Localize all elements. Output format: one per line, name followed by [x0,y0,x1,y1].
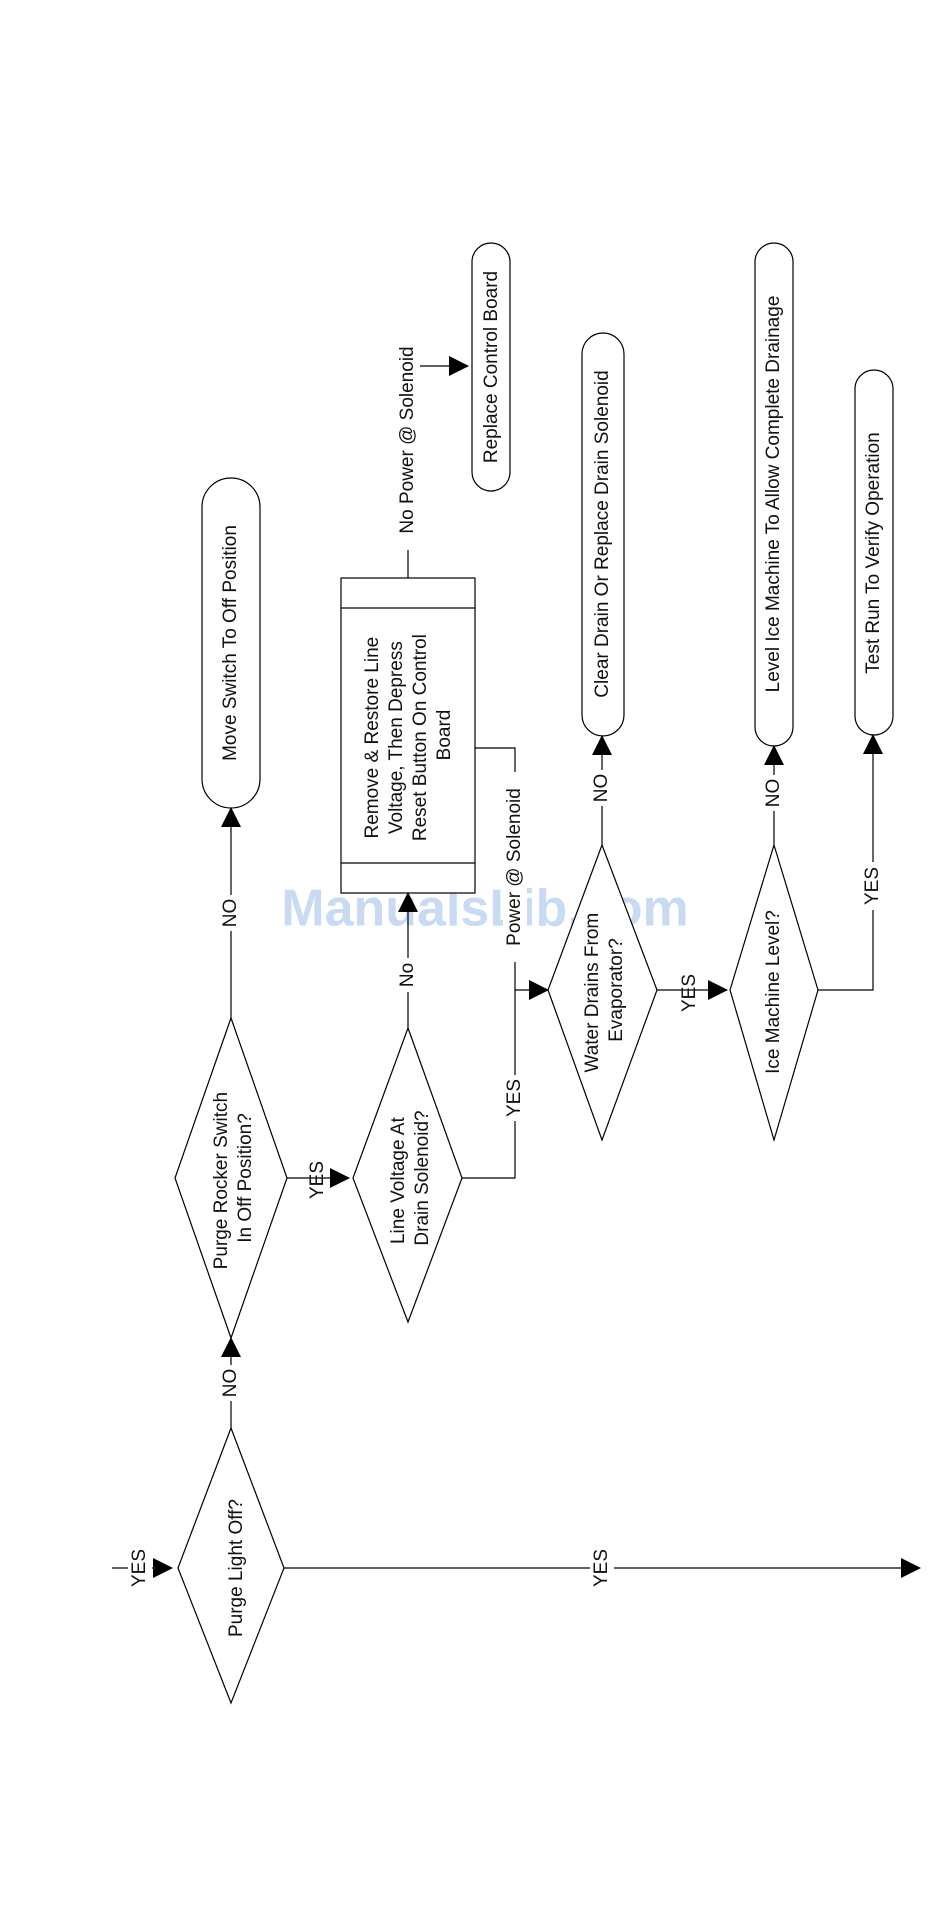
decision-purge-rocker: Purge Rocker Switch In Off Position? [174,1016,288,1340]
edge-label-voltage-yes: YES [503,1075,527,1121]
svg-text:NO: NO [220,1369,241,1398]
edge-label-drains-yes: YES [679,974,700,1012]
process-remove-restore-line1: Remove & Restore Line [362,637,383,839]
process-remove-restore-label: Remove & Restore Line Voltage, Then Depr… [362,629,455,841]
action-clear-drain-label: Clear Drain Or Replace Drain Solenoid [592,370,613,697]
decision-purge-rocker-line2: In Off Position? [235,1113,256,1243]
decision-purge-light-off: Purge Light Off? [177,1426,285,1705]
process-remove-restore-line3: Reset Button On Control [410,634,431,841]
action-test-run-label: Test Run To Verify Operation [863,432,884,674]
svg-text:Power @ Solenoid: Power @ Solenoid [504,788,525,946]
edge-label-purge-yes: YES [590,1545,614,1591]
action-level-machine-label: Level Ice Machine To Allow Complete Drai… [763,296,784,693]
decision-water-drains-line1: Water Drains From [582,913,603,1073]
process-remove-restore-line2: Voltage, Then Depress [386,641,407,834]
decision-line-voltage-label: Line Voltage At Drain Solenoid? [388,1110,433,1245]
svg-text:No: No [397,963,418,987]
action-move-switch-label: Move Switch To Off Position [220,525,241,761]
decision-ice-level-label: Ice Machine Level? [763,910,784,1074]
svg-text:No Power @ Solenoid: No Power @ Solenoid [397,346,418,533]
decision-water-drains-label: Water Drains From Evaporator? [582,907,627,1072]
svg-text:YES: YES [591,1549,612,1587]
edge-label-entry-yes: YES [128,1548,152,1588]
edge-label-level-no: NO [762,775,786,811]
svg-text:YES: YES [504,1079,525,1117]
decision-water-drains: Water Drains From Evaporator? [547,843,658,1142]
process-remove-restore-line4: Board [434,710,455,761]
decision-ice-level: Ice Machine Level? [729,842,819,1143]
process-remove-restore: Remove & Restore Line Voltage, Then Depr… [340,577,476,894]
edge-label-voltage-no: No [396,958,420,992]
action-move-switch: Move Switch To Off Position [201,477,261,809]
edge-label-rocker-yes: YES [307,1161,328,1199]
decision-line-voltage-line2: Drain Solenoid? [412,1110,433,1245]
svg-text:YES: YES [307,1161,328,1199]
decision-line-voltage: Line Voltage At Drain Solenoid? [352,1026,463,1324]
edge-label-purge-no: NO [219,1365,243,1401]
edge-label-drains-no: NO [590,770,614,806]
svg-text:NO: NO [220,899,241,928]
action-replace-board: Replace Control Board [471,242,511,492]
decision-purge-light-off-label: Purge Light Off? [226,1499,247,1637]
edge-label-rocker-no: NO [219,895,243,931]
decision-line-voltage-line1: Line Voltage At [388,1117,409,1244]
svg-text:NO: NO [591,774,612,803]
svg-text:NO: NO [763,779,784,808]
svg-text:YES: YES [129,1549,150,1587]
decision-purge-rocker-label: Purge Rocker Switch In Off Position? [211,1087,256,1270]
action-replace-board-label: Replace Control Board [481,271,502,463]
action-test-run: Test Run To Verify Operation [854,369,894,736]
svg-text:YES: YES [679,974,700,1012]
svg-text:YES: YES [862,867,883,905]
action-level-machine: Level Ice Machine To Allow Complete Drai… [754,242,794,747]
edge-label-power: Power @ Solenoid [503,772,527,962]
decision-water-drains-line2: Evaporator? [606,938,627,1042]
edge-label-level-yes: YES [861,862,885,910]
decision-purge-rocker-line1: Purge Rocker Switch [211,1092,232,1269]
action-clear-drain: Clear Drain Or Replace Drain Solenoid [581,332,625,737]
edge-level-yes [818,734,883,991]
edge-label-no-power: No Power @ Solenoid [396,330,420,550]
